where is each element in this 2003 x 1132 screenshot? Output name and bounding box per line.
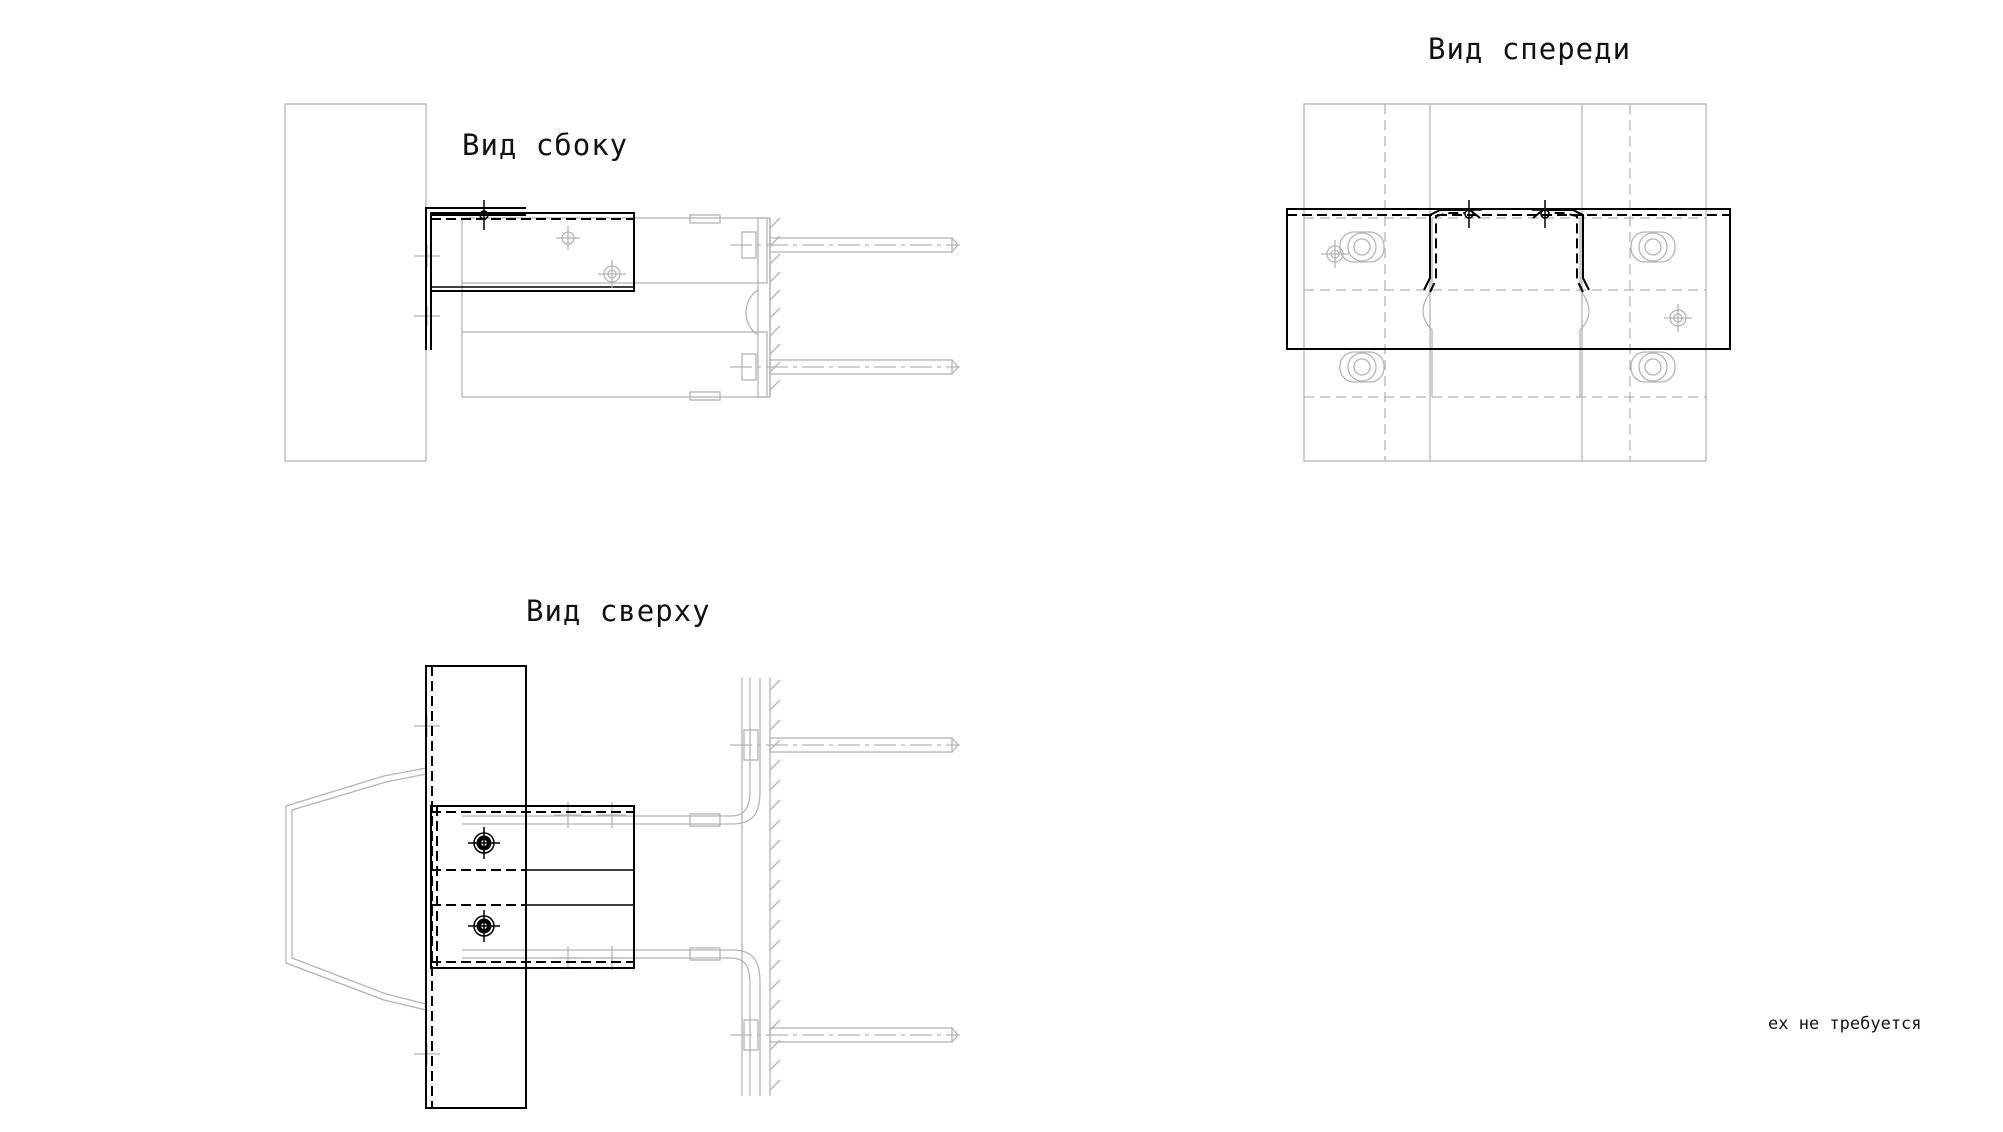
top-arm-upper-inner <box>462 678 761 825</box>
front-hat-channel-inner <box>1423 209 1590 291</box>
top-anchor-bolt-lower <box>730 1019 960 1051</box>
top-tab-lower <box>689 947 721 961</box>
front-faint-channel <box>1422 218 1590 397</box>
side-bolt-top <box>470 200 498 230</box>
side-anchor-bolt-bottom <box>730 353 960 381</box>
top-main-plate <box>425 665 527 1109</box>
top-view <box>285 665 960 1109</box>
side-small-tab-bottom <box>689 391 721 401</box>
front-small-bolt-right <box>1664 304 1692 332</box>
top-arm-lower <box>462 957 751 1096</box>
side-bolt-mid <box>556 226 580 250</box>
front-view-title: Вид спереди <box>1428 32 1632 66</box>
top-anchor-bolt-upper <box>730 729 960 761</box>
front-faint-holes <box>1339 231 1676 383</box>
front-bolt-right <box>1532 200 1558 228</box>
front-hat-channel <box>1429 212 1584 293</box>
front-column-block <box>1303 103 1707 462</box>
top-arm-lower-inner <box>462 949 761 1096</box>
side-view <box>284 103 960 462</box>
side-anchor-bolt-top <box>730 231 960 259</box>
side-end-plate-curve <box>745 289 759 336</box>
front-horizontal-lines <box>1304 217 1706 398</box>
front-bolt-left <box>1456 200 1482 228</box>
side-view-title: Вид сбоку <box>462 128 629 162</box>
top-bolt-upper <box>468 827 500 859</box>
note-text: ех не требуется <box>1768 1014 1922 1034</box>
front-main-plate <box>1286 208 1731 350</box>
side-bracket-lower <box>461 331 768 398</box>
side-column-block <box>284 103 427 462</box>
top-wall-hatch <box>769 679 781 1091</box>
top-column-outline-inner <box>291 773 427 1005</box>
side-bracket-plate <box>430 212 635 292</box>
side-wall-hatch <box>769 217 781 391</box>
front-view <box>1286 103 1731 462</box>
top-column-outline <box>285 767 427 1011</box>
side-small-tab-top <box>689 214 721 224</box>
front-vertical-centerlines <box>1384 104 1631 461</box>
top-view-title: Вид сверху <box>526 594 711 628</box>
side-bracket-upper <box>461 217 768 284</box>
top-arm-upper <box>462 678 751 817</box>
top-tab-upper <box>689 813 721 827</box>
top-column-bolt-marks <box>414 715 626 1065</box>
side-bolt-lower <box>598 260 626 288</box>
top-bracket <box>430 805 635 969</box>
top-bolt-lower <box>468 910 500 942</box>
front-small-bolt-left <box>1321 240 1349 268</box>
side-angle-bracket <box>425 207 526 350</box>
